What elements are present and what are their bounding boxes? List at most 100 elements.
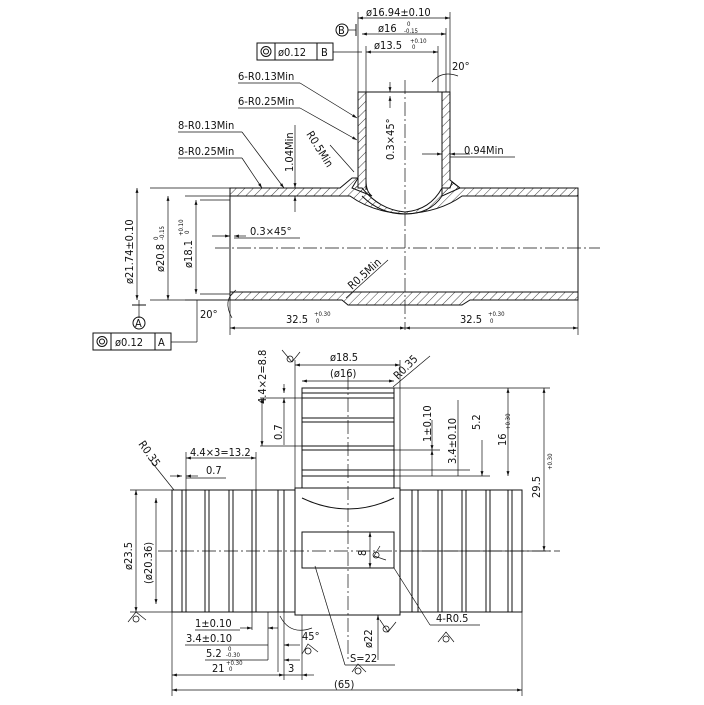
corner-radius-note: 4-R0.5 xyxy=(393,567,480,626)
svg-text:(65): (65) xyxy=(334,678,354,691)
svg-text:32.5: 32.5 xyxy=(286,313,308,326)
svg-text:A: A xyxy=(158,336,165,349)
svg-text:(ø16): (ø16) xyxy=(330,367,357,380)
branch-barb xyxy=(301,376,395,660)
svg-text:0: 0 xyxy=(490,318,494,325)
svg-text:+0.10: +0.10 xyxy=(410,38,427,45)
run-dia-dim: ø20.8 0 -0.15 xyxy=(153,196,170,300)
svg-text:ø23.5: ø23.5 xyxy=(122,542,135,570)
run-radius: R0.35 xyxy=(136,438,163,469)
run-inner-dim: ø18.1 +0.10 0 xyxy=(178,200,198,294)
svg-text:-0.30: -0.30 xyxy=(226,652,241,659)
svg-text:0: 0 xyxy=(229,666,233,673)
svg-text:+0.30: +0.30 xyxy=(505,413,512,430)
half-length-dims: 32.5 +0.30 0 32.5 +0.30 0 xyxy=(229,300,579,335)
surface-finish-icon xyxy=(127,611,147,623)
leader-notes: 6-R0.13Min 6-R0.25Min 8-R0.13Min 8-R0.25… xyxy=(178,70,358,189)
svg-text:0: 0 xyxy=(316,318,320,325)
branch-inner-dim: ø13.5 +0.10 0 xyxy=(365,38,439,92)
branch-dia-dim: ø16 0 -0.15 xyxy=(362,21,447,92)
svg-text:ø16: ø16 xyxy=(378,22,397,35)
svg-text:+0.10: +0.10 xyxy=(178,219,185,236)
concentricity-icon xyxy=(96,336,108,347)
svg-text:ø0.12: ø0.12 xyxy=(115,336,143,349)
svg-text:3: 3 xyxy=(288,662,294,675)
angle-45: 45° xyxy=(279,615,320,643)
wall-min-run: 1.04Min xyxy=(283,125,297,212)
svg-text:0: 0 xyxy=(407,21,411,28)
run-rib-pitch-dim: 4.4×3=13.2 0.7 xyxy=(170,446,257,490)
svg-text:1±0.10: 1±0.10 xyxy=(195,617,232,630)
angle-bottom: 20° xyxy=(200,289,237,321)
fillet-branch: R0.5Min xyxy=(303,129,335,170)
svg-text:ø13.5: ø13.5 xyxy=(374,39,402,52)
run-body xyxy=(150,177,579,306)
svg-text:+0.30: +0.30 xyxy=(547,453,554,470)
svg-text:0: 0 xyxy=(184,230,191,234)
svg-text:45°: 45° xyxy=(302,630,320,643)
svg-text:8: 8 xyxy=(356,550,369,556)
svg-text:4-R0.5: 4-R0.5 xyxy=(436,612,468,625)
surface-finish-icon xyxy=(351,663,367,675)
svg-text:0: 0 xyxy=(228,646,232,653)
datum-b: B xyxy=(335,23,357,37)
run-outer-dim: ø21.74±0.10 xyxy=(123,188,139,300)
svg-text:B: B xyxy=(321,46,328,59)
hub xyxy=(294,487,401,616)
angle-top: 20° xyxy=(431,60,470,83)
wrench-size-note: S=22 xyxy=(314,565,395,666)
run-bottom-dims: 1±0.10 3.4±0.10 5.2 0 -0.30 21 +0.30 0 3… xyxy=(171,612,523,696)
svg-text:+0.30: +0.30 xyxy=(314,311,331,318)
svg-text:+0.30: +0.30 xyxy=(488,311,505,318)
svg-text:(ø20.36): (ø20.36) xyxy=(142,542,155,584)
surface-finish-symbols xyxy=(127,349,455,675)
svg-text:0.3×45°: 0.3×45° xyxy=(384,118,397,160)
svg-text:-0.15: -0.15 xyxy=(159,226,166,240)
svg-text:0: 0 xyxy=(153,236,160,240)
svg-text:ø0.12: ø0.12 xyxy=(278,46,306,59)
branch-rib-dims: 4.4×2=8.8 0.7 xyxy=(256,350,302,447)
svg-text:16: 16 xyxy=(496,433,509,446)
svg-text:21: 21 xyxy=(212,662,225,675)
svg-text:ø18.1: ø18.1 xyxy=(182,240,195,268)
svg-text:-0.15: -0.15 xyxy=(404,28,418,35)
section-view: ø16.94±0.10 ø16 0 -0.15 ø13.5 +0.10 0 B xyxy=(92,6,600,351)
concentricity-icon xyxy=(260,46,272,57)
chamfer-run: 0.3×45° xyxy=(212,225,300,239)
svg-text:20°: 20° xyxy=(200,308,218,321)
svg-text:S=22: S=22 xyxy=(350,652,377,665)
branch-outer-dim: ø16.94±0.10 xyxy=(357,6,451,92)
front-view: ø18.5 (ø16) R0.35 4.4×2=8.8 0.7 1±0.10 xyxy=(122,350,560,696)
svg-text:32.5: 32.5 xyxy=(460,313,482,326)
svg-text:0.7: 0.7 xyxy=(272,424,285,440)
flat-width-dim: 8 xyxy=(356,532,372,568)
wall-min-branch: 0.94Min xyxy=(422,144,515,158)
svg-text:4.4×3=13.2: 4.4×3=13.2 xyxy=(190,446,251,459)
svg-text:0: 0 xyxy=(412,44,416,51)
svg-text:3.4±0.10: 3.4±0.10 xyxy=(186,632,232,645)
svg-text:ø22: ø22 xyxy=(362,629,375,648)
surface-finish-icon xyxy=(281,349,301,363)
svg-text:8-R0.25Min: 8-R0.25Min xyxy=(178,145,234,158)
svg-text:5.2: 5.2 xyxy=(206,647,222,660)
collar-dia-dim: ø18.5 (ø16) xyxy=(294,351,401,488)
svg-text:4.4×2=8.8: 4.4×2=8.8 xyxy=(256,350,269,404)
surface-finish-icon xyxy=(301,643,319,655)
svg-text:5.2: 5.2 xyxy=(470,414,483,430)
branch-right-dims: 1±0.10 3.4±0.10 5.2 16 +0.30 29.5 +0.30 xyxy=(394,387,554,552)
svg-text:1±0.10: 1±0.10 xyxy=(421,405,434,442)
branch-body xyxy=(351,91,461,197)
datum-a: A xyxy=(132,300,146,330)
svg-text:20°: 20° xyxy=(452,60,470,73)
surface-finish-icon xyxy=(437,631,455,643)
fillet-run: R0.5Min xyxy=(345,256,384,293)
surface-finish-icon xyxy=(379,619,397,633)
svg-text:+0.30: +0.30 xyxy=(226,660,243,667)
svg-text:6-R0.13Min: 6-R0.13Min xyxy=(238,70,294,83)
fcf-bottom: ø0.12 A xyxy=(92,300,198,351)
svg-text:6-R0.25Min: 6-R0.25Min xyxy=(238,95,294,108)
svg-text:3.4±0.10: 3.4±0.10 xyxy=(446,418,459,464)
svg-text:8-R0.13Min: 8-R0.13Min xyxy=(178,119,234,132)
svg-text:ø18.5: ø18.5 xyxy=(330,351,358,364)
